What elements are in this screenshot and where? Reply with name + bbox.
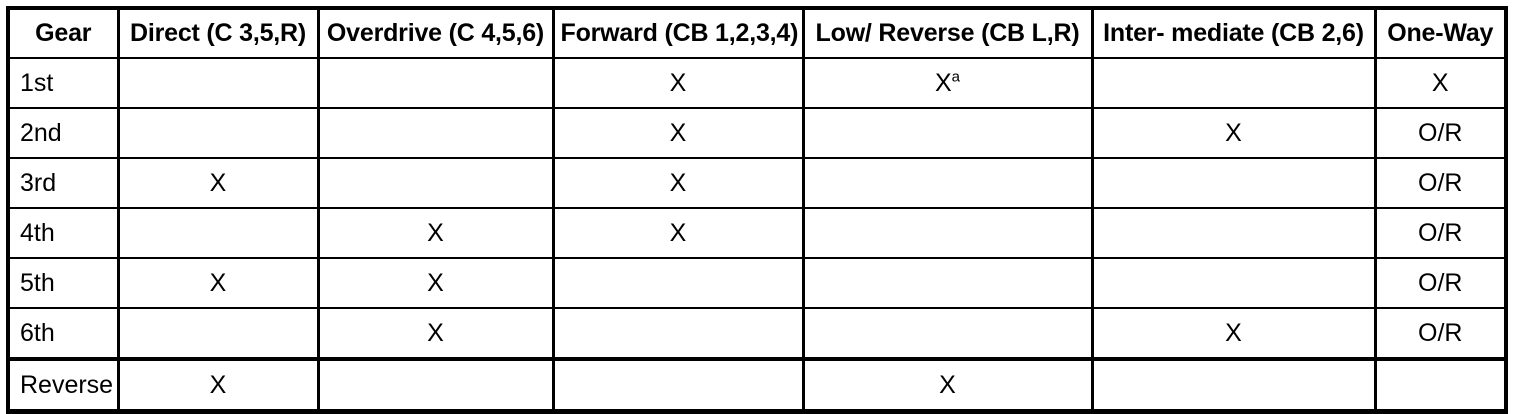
cell-direct — [116, 57, 320, 109]
cell-inter — [1090, 57, 1377, 109]
column-header-lowrev: Low/ Reverse (CB L,R) — [801, 7, 1094, 59]
gear-name-cell: Reverse — [8, 357, 120, 413]
cell-oneway: X — [1373, 57, 1506, 109]
footnote-marker: a — [951, 68, 961, 86]
cell-inter: X — [1090, 107, 1377, 159]
cell-over: X — [316, 207, 555, 259]
cell-inter — [1090, 257, 1377, 309]
cell-over — [316, 357, 555, 413]
column-header-inter: Inter- mediate (CB 2,6) — [1090, 7, 1377, 59]
cell-fwd: X — [551, 57, 805, 109]
gear-name-cell: 6th — [8, 307, 120, 360]
cell-direct — [116, 107, 320, 159]
cell-inter — [1090, 357, 1377, 413]
cell-lowrev — [801, 307, 1094, 360]
cell-oneway: O/R — [1373, 207, 1506, 259]
gear-name-cell: 4th — [8, 207, 120, 259]
cell-over: X — [316, 257, 555, 309]
cell-over — [316, 157, 555, 209]
column-header-fwd: Forward (CB 1,2,3,4) — [551, 7, 805, 59]
gear-name-cell: 1st — [8, 57, 120, 109]
cell-oneway: O/R — [1373, 307, 1506, 360]
cell-fwd: X — [551, 207, 805, 259]
column-header-over: Overdrive (C 4,5,6) — [316, 7, 555, 59]
cell-lowrev: X — [801, 357, 1094, 413]
cell-lowrev: Xa — [801, 57, 1094, 109]
column-header-direct: Direct (C 3,5,R) — [116, 7, 320, 59]
cell-over — [316, 107, 555, 159]
cell-over — [316, 57, 555, 109]
cell-lowrev — [801, 207, 1094, 259]
cell-oneway — [1373, 357, 1506, 413]
cell-over: X — [316, 307, 555, 360]
column-header-gear: Gear — [8, 7, 120, 59]
gear-name-cell: 3rd — [8, 157, 120, 209]
cell-lowrev — [801, 157, 1094, 209]
cell-direct: X — [116, 157, 320, 209]
gear-name-cell: 2nd — [8, 107, 120, 159]
cell-direct — [116, 307, 320, 360]
cell-direct: X — [116, 257, 320, 309]
cell-inter — [1090, 207, 1377, 259]
cell-direct: X — [116, 357, 320, 413]
cell-inter: X — [1090, 307, 1377, 360]
cell-fwd — [551, 357, 805, 413]
cell-oneway: O/R — [1373, 107, 1506, 159]
cell-mark: X — [934, 68, 952, 97]
cell-direct — [116, 207, 320, 259]
gear-name-cell: 5th — [8, 257, 120, 309]
cell-fwd — [551, 257, 805, 309]
cell-oneway: O/R — [1373, 157, 1506, 209]
column-header-oneway: One-Way — [1373, 7, 1506, 59]
cell-oneway: O/R — [1373, 257, 1506, 309]
cell-lowrev — [801, 257, 1094, 309]
cell-fwd: X — [551, 107, 805, 159]
cell-inter — [1090, 157, 1377, 209]
cell-fwd: X — [551, 157, 805, 209]
cell-lowrev — [801, 107, 1094, 159]
cell-fwd — [551, 307, 805, 360]
